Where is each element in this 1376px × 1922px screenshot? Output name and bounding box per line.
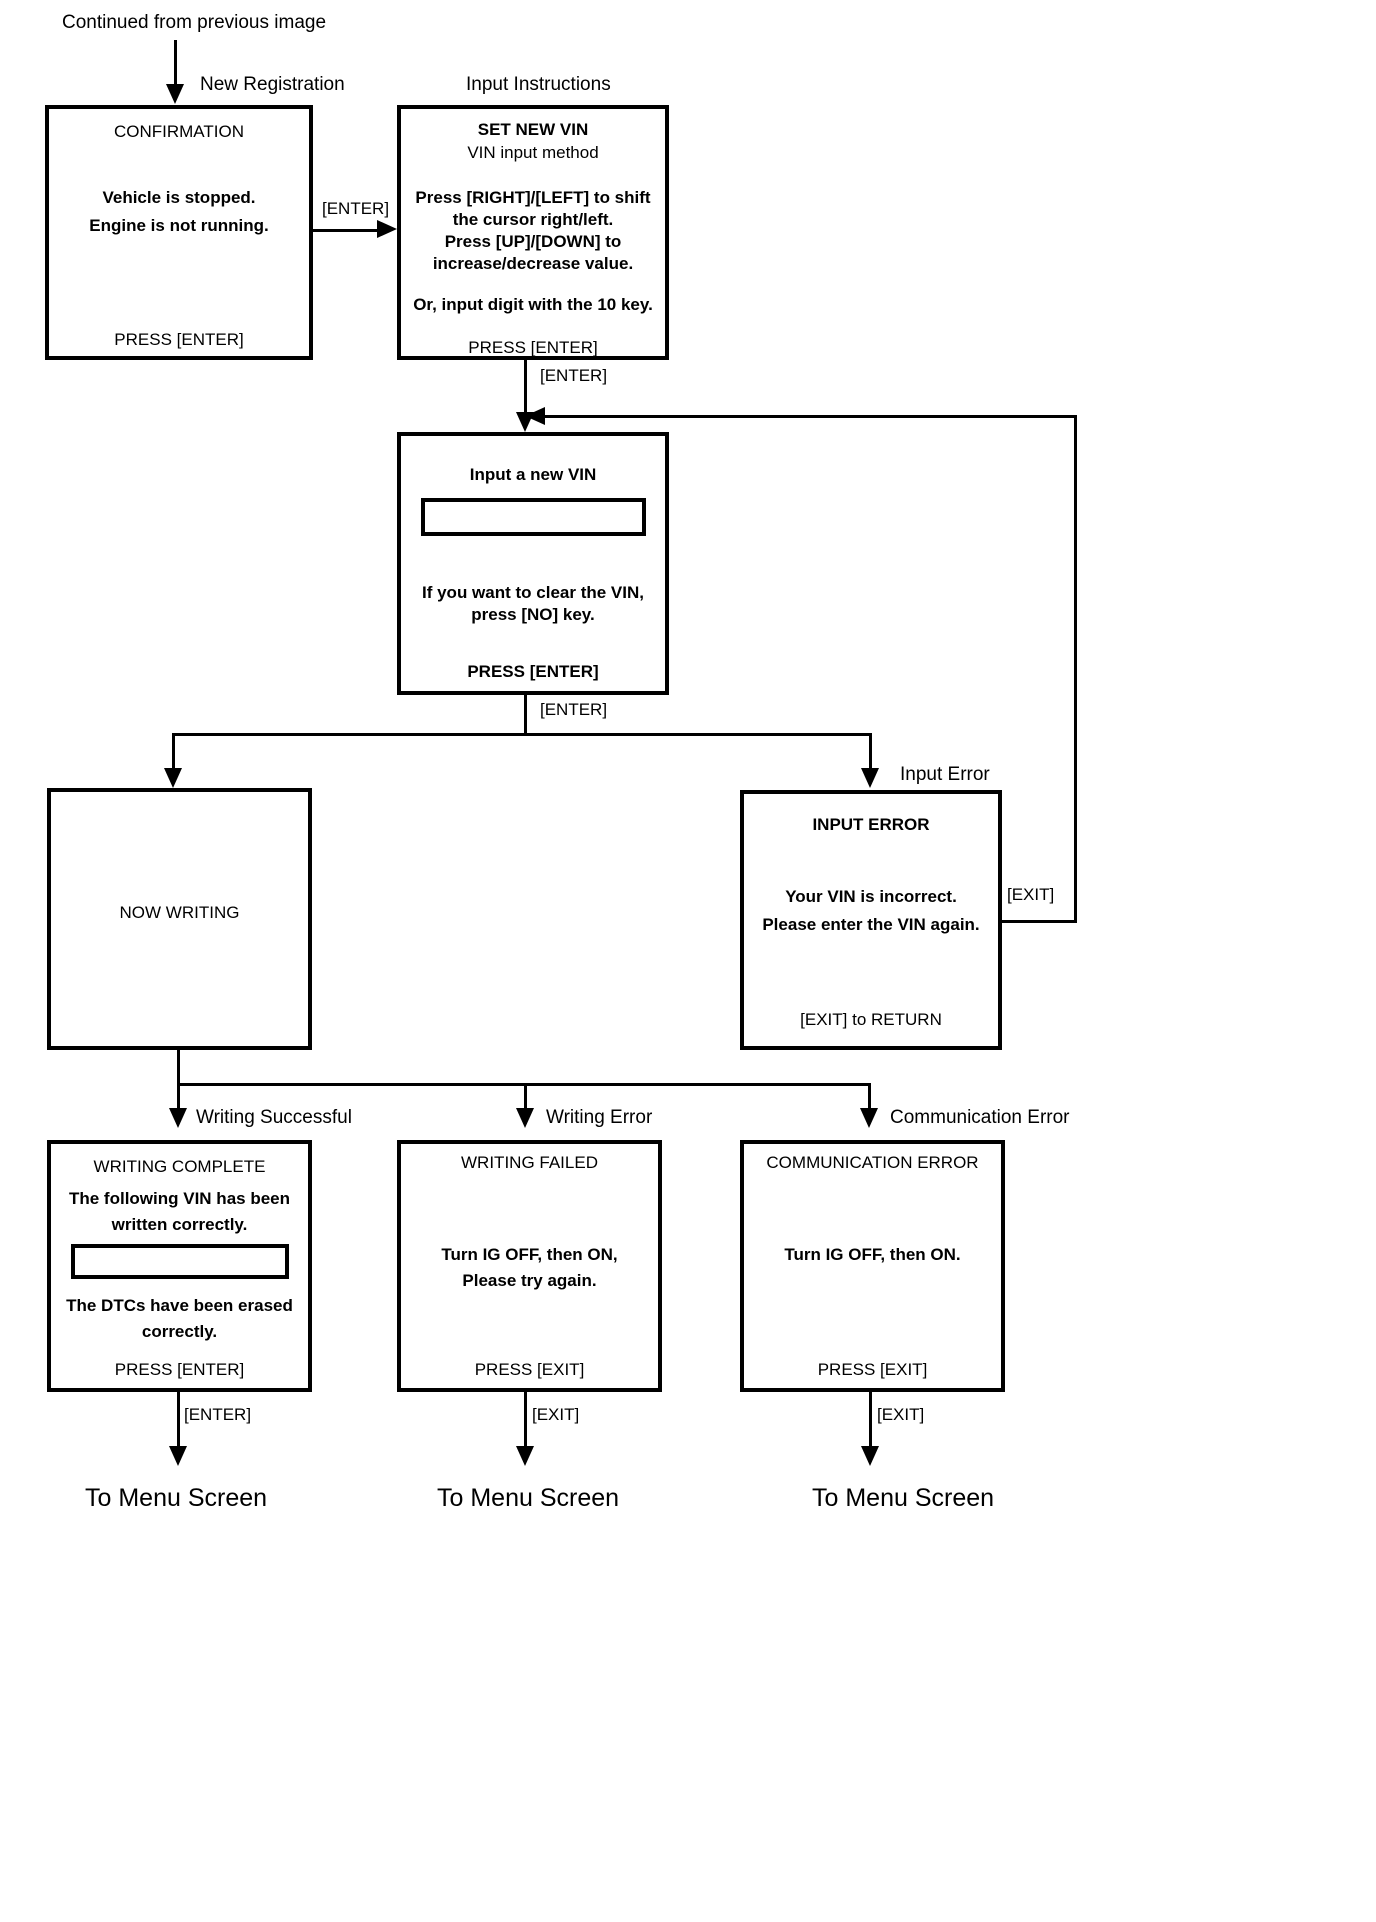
arrowhead-to-writing-complete <box>169 1108 187 1128</box>
screen-now-writing[interactable]: NOW WRITING <box>47 788 312 1050</box>
edge-label-comm-to-menu: [EXIT] <box>877 1405 925 1424</box>
connector-results-bus <box>177 1083 870 1086</box>
arrowhead-menu-right <box>861 1446 879 1466</box>
set-new-vin-subtitle: VIN input method <box>467 143 599 162</box>
terminal-menu-right: To Menu Screen <box>812 1484 995 1512</box>
connector-vin-branch-stem <box>524 695 527 735</box>
vin-input-field[interactable] <box>421 498 646 536</box>
caption-communication-error: Communication Error <box>890 1107 1070 1128</box>
connector-branch-right-drop <box>869 733 872 781</box>
continued-note: Continued from previous image <box>62 12 327 33</box>
screen-input-new-vin[interactable]: Input a new VIN If you want to clear the… <box>397 432 669 695</box>
screen-communication-error[interactable]: COMMUNICATION ERROR Turn IG OFF, then ON… <box>740 1140 1005 1392</box>
writing-complete-footer: PRESS [ENTER] <box>114 1360 245 1379</box>
terminal-menu-middle: To Menu Screen <box>437 1484 620 1512</box>
now-writing-title: NOW WRITING <box>119 903 240 922</box>
screen-writing-failed[interactable]: WRITING FAILED Turn IG OFF, then ON, Ple… <box>397 1140 662 1392</box>
writing-complete-line2: written correctly. <box>111 1215 248 1234</box>
connector-drop-writing-failed <box>524 1083 527 1121</box>
connector-top-vertical <box>174 40 177 86</box>
arrowhead-menu-left <box>169 1446 187 1466</box>
set-new-vin-body1: Press [RIGHT]/[LEFT] to shift the cursor… <box>415 188 651 274</box>
communication-error-title: COMMUNICATION ERROR <box>766 1153 979 1172</box>
writing-complete-line1: The following VIN has been <box>68 1189 291 1208</box>
set-new-vin-title: SET NEW VIN <box>477 120 589 139</box>
edge-label-complete-to-menu: [ENTER] <box>184 1405 252 1424</box>
writing-complete-vin-field <box>71 1244 289 1279</box>
writing-failed-footer: PRESS [EXIT] <box>474 1360 585 1379</box>
connector-drop-communication-error <box>868 1083 871 1121</box>
input-new-vin-footer: PRESS [ENTER] <box>467 662 599 681</box>
input-new-vin-title: Input a new VIN <box>469 465 597 484</box>
arrowhead-to-communication-error <box>860 1108 878 1128</box>
writing-failed-line2: Please try again. <box>462 1271 597 1290</box>
connector-instructions-to-vin <box>524 360 527 416</box>
screen-input-error[interactable]: INPUT ERROR Your VIN is incorrect. Pleas… <box>740 790 1002 1050</box>
connector-vin-branch-bus <box>172 733 872 736</box>
edge-label-vin-branch: [ENTER] <box>540 700 608 719</box>
connector-branch-left-drop <box>172 733 175 781</box>
arrowhead-to-now-writing <box>164 768 182 788</box>
terminal-menu-left: To Menu Screen <box>85 1484 268 1512</box>
arrowhead-menu-middle <box>516 1446 534 1466</box>
caption-writing-error: Writing Error <box>546 1107 653 1128</box>
edge-label-exit-return: [EXIT] <box>1007 885 1055 904</box>
arrowhead-to-writing-failed <box>516 1108 534 1128</box>
arrowhead-return-to-input-vin <box>525 407 545 425</box>
input-error-line1: Your VIN is incorrect. <box>785 887 957 906</box>
connector-comm-to-menu <box>869 1392 872 1456</box>
connector-failed-to-menu <box>524 1392 527 1456</box>
input-error-line2: Please enter the VIN again. <box>762 915 980 934</box>
writing-complete-title: WRITING COMPLETE <box>93 1157 266 1176</box>
writing-complete-line3: The DTCs have been erased <box>66 1296 293 1315</box>
caption-input-error: Input Error <box>900 764 990 785</box>
connector-confirm-to-instructions <box>313 229 379 232</box>
connector-error-return-vertical <box>1074 415 1077 923</box>
arrowhead-to-instructions <box>377 220 397 238</box>
confirmation-line1: Vehicle is stopped. <box>102 188 256 207</box>
screen-confirmation[interactable]: CONFIRMATION Vehicle is stopped. Engine … <box>45 105 313 360</box>
caption-new-registration: New Registration <box>200 74 345 95</box>
arrowhead-to-input-error <box>861 768 879 788</box>
communication-error-footer: PRESS [EXIT] <box>817 1360 928 1379</box>
connector-error-return-horizontal <box>540 415 1077 418</box>
connector-now-writing-stem <box>177 1050 180 1085</box>
screen-set-new-vin[interactable]: SET NEW VIN VIN input method Press [RIGH… <box>397 105 669 360</box>
screen-writing-complete[interactable]: WRITING COMPLETE The following VIN has b… <box>47 1140 312 1392</box>
connector-drop-writing-complete <box>177 1083 180 1121</box>
arrowhead-to-confirmation <box>166 84 184 104</box>
writing-failed-title: WRITING FAILED <box>461 1153 598 1172</box>
input-new-vin-body: If you want to clear the VIN, press [NO]… <box>422 583 644 625</box>
set-new-vin-body2: Or, input digit with the 10 key. <box>413 295 653 314</box>
caption-writing-successful: Writing Successful <box>196 1107 352 1128</box>
edge-label-failed-to-menu: [EXIT] <box>532 1405 580 1424</box>
confirmation-footer: PRESS [ENTER] <box>114 330 244 349</box>
edge-label-instructions-to-vin: [ENTER] <box>540 366 608 385</box>
connector-error-return-to-box <box>1000 920 1077 923</box>
connector-complete-to-menu <box>177 1392 180 1456</box>
confirmation-line2: Engine is not running. <box>89 216 269 235</box>
caption-input-instructions: Input Instructions <box>466 74 611 95</box>
writing-failed-line1: Turn IG OFF, then ON, <box>441 1245 618 1264</box>
communication-error-line1: Turn IG OFF, then ON. <box>784 1245 961 1264</box>
set-new-vin-footer: PRESS [ENTER] <box>468 338 598 357</box>
edge-label-confirm-to-instructions: [ENTER] <box>322 199 390 218</box>
confirmation-title: CONFIRMATION <box>113 122 244 141</box>
input-error-title: INPUT ERROR <box>812 815 930 834</box>
writing-complete-line4: correctly. <box>141 1322 218 1341</box>
input-error-footer: [EXIT] to RETURN <box>800 1010 942 1029</box>
